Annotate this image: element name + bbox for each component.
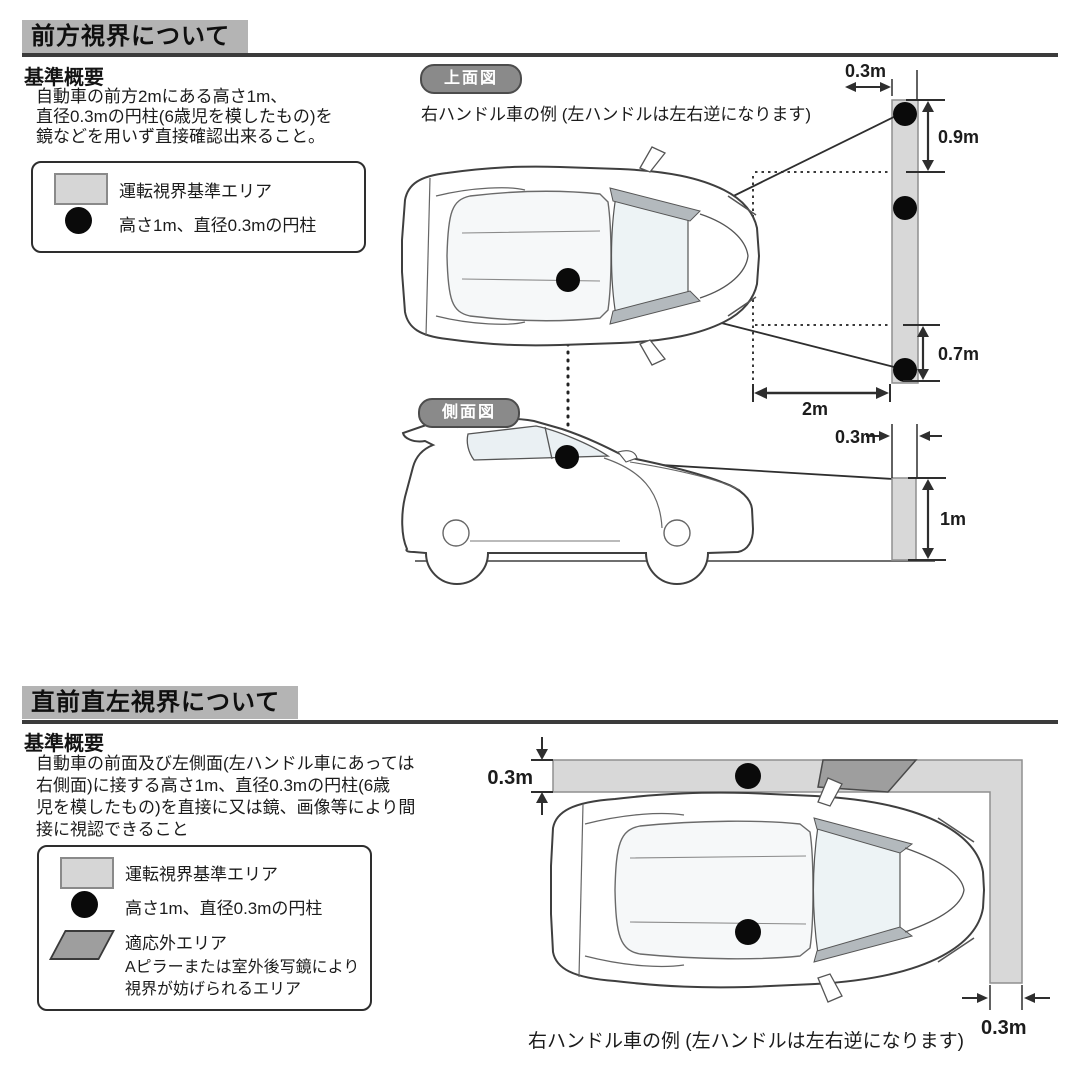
excluded-area-note: Aピラーまたは室外後写鏡により 視界が妨げられるエリア — [125, 957, 359, 1001]
a-pillar-upper — [609, 187, 701, 222]
section-close-subheading: 基準概要 — [24, 733, 104, 755]
side-view-cylinder — [891, 477, 917, 561]
hood-line — [904, 847, 965, 933]
measure-label: 2m — [802, 399, 828, 419]
rear-window-lines — [435, 187, 526, 325]
measure-top-diameter: 0.3m — [845, 61, 891, 92]
front-top-view-car — [401, 146, 761, 366]
measure-label: 0.3m — [835, 427, 876, 447]
door-mirror-lower — [639, 339, 667, 366]
rear-hatch-line — [578, 803, 584, 978]
eye-point-cylinder — [556, 268, 580, 292]
measure-lower-offset: 0.7m — [903, 324, 979, 382]
door-mirror-upper — [639, 146, 667, 173]
measure-label: 0.3m — [487, 767, 533, 789]
hood-line — [699, 213, 749, 299]
close-top-view-car — [550, 777, 986, 1003]
excluded-area-swatch — [49, 930, 115, 960]
hood-crease — [629, 461, 741, 491]
measure-side-diameter: 0.3m — [835, 424, 942, 478]
measure-forward-distance: 2m — [752, 384, 891, 419]
standard-area-swatch — [54, 173, 108, 205]
description-line: 児を模したもの)を直接に又は鏡、画像等により間 — [36, 798, 416, 817]
section-close-description: 自動車の前面及び左側面(左ハンドル車にあっては 右側面)に接する高さ1m、直径0… — [36, 753, 415, 841]
headlamp-lines — [937, 817, 975, 963]
description-line: 直径0.3mの円柱(6歳児を模したもの)を — [36, 107, 333, 126]
measure-label: 0.3m — [981, 1017, 1027, 1039]
measure-label: 0.7m — [938, 344, 979, 364]
close-legend-box: 運転視界基準エリア 高さ1m、直径0.3mの円柱 適応外エリア Aピラーまたは室… — [37, 845, 372, 1011]
front-wheel-hub — [663, 519, 691, 547]
rear-wheel-hub — [442, 519, 470, 547]
measure-label: 1m — [940, 509, 966, 529]
eye-point-cylinder — [735, 919, 761, 945]
a-pillar-lower — [813, 926, 914, 963]
door-mirror — [617, 450, 638, 463]
eye-point-cylinder-side — [555, 445, 579, 469]
measure-label: 0.3m — [845, 61, 886, 81]
cylinder-swatch — [65, 207, 92, 234]
headlamp-lines — [727, 195, 757, 317]
roof-panel — [614, 820, 814, 960]
b-pillar — [544, 426, 553, 460]
description-line: 自動車の前方2mにある高さ1m、 — [36, 87, 288, 106]
section-close-title: 直前直左視界について — [22, 686, 299, 719]
measure-cylinder-height: 1m — [908, 477, 966, 561]
a-pillar-lower — [609, 290, 701, 325]
measure-upper-offset: 0.9m — [906, 99, 979, 173]
front-side-view-car — [401, 417, 755, 585]
front-top-view-caption: 右ハンドル車の例 (左ハンドルは左右逆になります) — [421, 105, 812, 124]
section-front-rule — [22, 53, 1058, 57]
close-top-view-caption: 右ハンドル車の例 (左ハンドルは左右逆になります) — [528, 1031, 964, 1052]
cylinder-swatch — [71, 891, 98, 918]
description-line: 鏡などを用いず直接確認出来ること。 — [36, 127, 325, 146]
front-legend-box: 運転視界基準エリア 高さ1m、直径0.3mの円柱 — [31, 161, 366, 253]
door-mirror-upper — [817, 777, 843, 807]
cylinder-bottom — [893, 358, 917, 382]
front-standard-area-strip — [891, 99, 919, 384]
side-view-badge: 側面図 — [418, 398, 521, 428]
cylinder-on-side-strip — [735, 763, 761, 789]
measure-side-strip-width: 0.3m — [487, 737, 553, 815]
note-line: Aピラーまたは室外後写鏡により — [125, 959, 360, 976]
cylinder-label: 高さ1m、直径0.3mの円柱 — [125, 899, 323, 918]
description-line: 接に視認できること — [36, 820, 189, 839]
section-close-rule — [22, 720, 1058, 724]
description-line: 自動車の前面及び左側面(左ハンドル車にあっては — [36, 754, 415, 773]
measure-label: 0.9m — [938, 127, 979, 147]
door-line — [603, 457, 663, 529]
roof-panel — [446, 190, 612, 322]
note-line: 視界が妨げられるエリア — [125, 981, 302, 998]
dotted-reference-lines — [752, 171, 890, 384]
description-line: 右側面)に接する高さ1m、直径0.3mの円柱(6歳 — [36, 776, 391, 795]
standard-area-label: 運転視界基準エリア — [119, 182, 272, 201]
cylinder-top — [893, 102, 917, 126]
rear-hatch-line — [425, 177, 431, 337]
roof-lines — [629, 855, 807, 925]
cylinder-middle — [893, 196, 917, 220]
section-front-subheading: 基準概要 — [24, 67, 104, 89]
a-pillar-upper — [813, 817, 914, 854]
cylinder-label: 高さ1m、直径0.3mの円柱 — [119, 216, 317, 235]
measure-front-strip-width: 0.3m — [962, 985, 1050, 1039]
excluded-area-label: 適応外エリア — [125, 934, 227, 953]
section-front-description: 自動車の前方2mにある高さ1m、 直径0.3mの円柱(6歳児を模したもの)を 鏡… — [36, 87, 333, 147]
door-mirror-lower — [817, 973, 843, 1003]
section-front-title: 前方視界について — [22, 20, 249, 53]
rear-window-lines — [584, 812, 685, 968]
standard-area-swatch — [60, 857, 114, 889]
top-view-badge: 上面図 — [420, 64, 523, 94]
standard-area-label: 運転視界基準エリア — [125, 865, 278, 884]
